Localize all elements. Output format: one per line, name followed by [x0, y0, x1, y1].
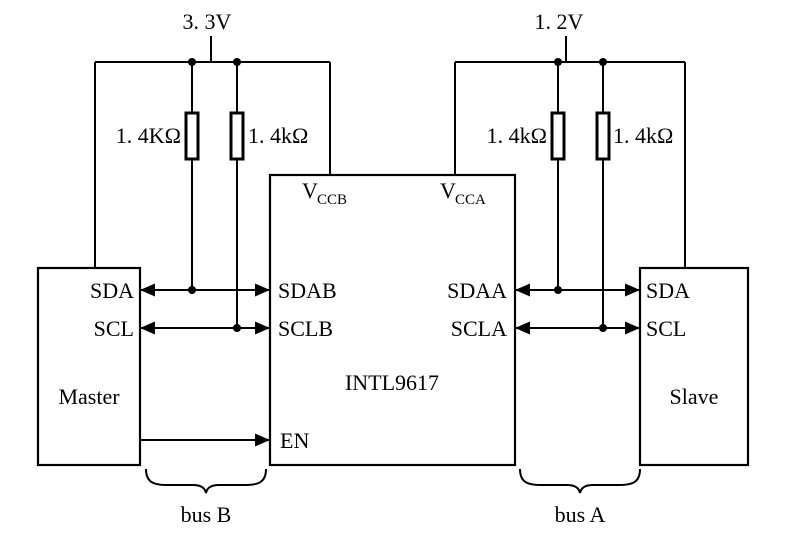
left-voltage-label: 3. 3V [183, 9, 232, 34]
pullup-resistor-right-sda: 1. 4kΩ [487, 58, 566, 294]
junction-dot [554, 58, 562, 66]
slave-scl-label: SCL [646, 316, 686, 341]
bus-b-wires [140, 283, 270, 447]
pin-vccb-label: V [302, 178, 318, 203]
bus-a-brace-icon [519, 468, 641, 494]
pin-scla-label: SCLA [451, 316, 507, 341]
resistor-label: 1. 4kΩ [613, 123, 673, 148]
resistor-body [550, 111, 566, 161]
pullup-resistor-right-scl: 1. 4kΩ [595, 58, 673, 332]
arrowhead-left-icon [515, 283, 530, 297]
junction-dot [233, 58, 241, 66]
bus-b-label: bus B [181, 502, 232, 527]
master-name-label: Master [58, 384, 120, 409]
chip-name-label: INTL9617 [345, 370, 439, 395]
master-sda-label: SDA [90, 278, 134, 303]
arrowhead-right-icon [625, 321, 640, 335]
arrowhead-left-icon [140, 283, 155, 297]
slave-device: SDA SCL Slave [638, 266, 750, 467]
resistor-label: 1. 4kΩ [487, 123, 547, 148]
arrowhead-left-icon [140, 321, 155, 335]
junction-dot [188, 58, 196, 66]
chip-outline [268, 173, 517, 467]
resistor-body [595, 111, 611, 161]
pullup-resistor-left-scl: 1. 4kΩ [229, 58, 308, 332]
pin-vcca-subscript: CCA [455, 192, 486, 208]
slave-name-label: Slave [670, 384, 719, 409]
bus-a-wires [515, 283, 640, 335]
master-scl-label: SCL [94, 316, 134, 341]
pullup-resistor-left-sda: 1. 4KΩ [116, 58, 200, 294]
bus-a-brace-group: bus A [519, 468, 641, 527]
slave-outline [638, 266, 750, 467]
master-device: SDA SCL Master [36, 266, 142, 467]
pin-en-label: EN [280, 428, 309, 453]
arrowhead-right-icon [255, 283, 270, 297]
resistor-label: 1. 4KΩ [116, 123, 181, 148]
pin-sdab-label: SDAB [278, 278, 337, 303]
arrowhead-left-icon [515, 321, 530, 335]
bus-a-label: bus A [555, 502, 606, 527]
right-voltage-label: 1. 2V [535, 9, 584, 34]
junction-dot [599, 58, 607, 66]
level-shifter-chip: V CCB V CCA SDAB SCLB SDAA SCLA INTL9617… [268, 173, 517, 467]
pin-sclb-label: SCLB [278, 316, 333, 341]
pin-vccb-subscript: CCB [317, 192, 347, 208]
resistor-body [229, 111, 245, 161]
resistor-body [184, 111, 200, 161]
bus-b-brace-group: bus B [145, 468, 267, 527]
right-power-rail: 1. 2V [454, 9, 686, 268]
bus-b-brace-icon [145, 468, 267, 494]
slave-sda-label: SDA [646, 278, 690, 303]
pin-sdaa-label: SDAA [447, 278, 507, 303]
pin-vcca-label: V [440, 178, 456, 203]
arrowhead-right-icon [625, 283, 640, 297]
master-outline [36, 266, 142, 467]
arrowhead-right-icon [255, 321, 270, 335]
left-power-rail: 3. 3V [94, 9, 331, 268]
arrowhead-right-icon [255, 433, 270, 447]
resistor-label: 1. 4kΩ [248, 123, 308, 148]
